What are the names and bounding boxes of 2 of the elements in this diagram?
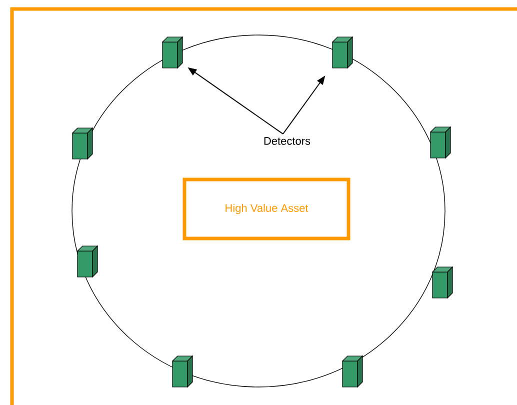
asset-box: High Value Asset	[182, 178, 350, 240]
label-text: Detectors	[264, 137, 310, 145]
